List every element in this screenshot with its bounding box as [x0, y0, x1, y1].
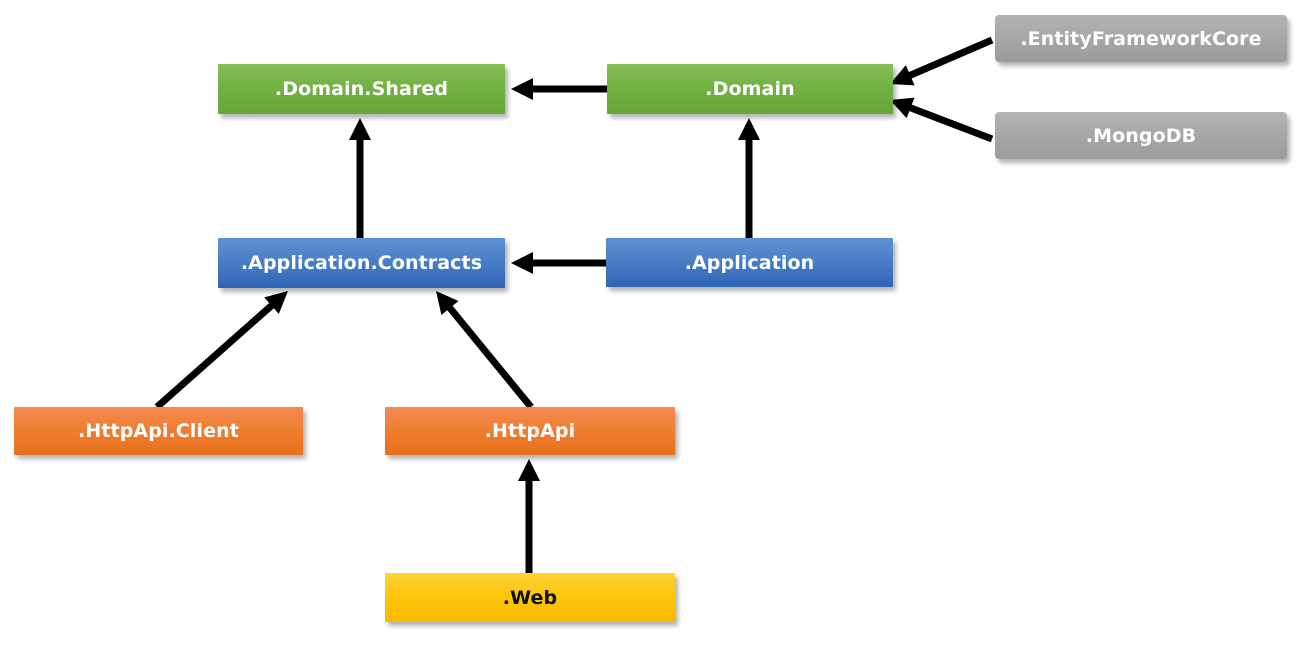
node-label: .Domain [705, 78, 795, 100]
node-application[interactable]: .Application [606, 238, 893, 287]
node-entityframeworkcore[interactable]: .EntityFrameworkCore [995, 15, 1287, 62]
arrow-mongodb-to-domain [890, 97, 994, 143]
node-label: .HttpApi.Client [78, 420, 239, 442]
arrow-entityframeworkcore-to-domain [890, 36, 994, 86]
arrow-httpapi-to-application-contracts [436, 291, 534, 410]
node-label: .Application.Contracts [240, 252, 483, 274]
node-label: .Application [684, 251, 815, 274]
arrow-httpapi-client-to-application-contracts [154, 291, 288, 410]
node-web[interactable]: .Web [385, 573, 675, 622]
arrow-application-to-domain [738, 118, 760, 238]
node-label: .MongoDB [1085, 124, 1197, 147]
arrow-web-to-httpapi [518, 459, 540, 573]
node-domain[interactable]: .Domain [607, 64, 893, 114]
node-mongodb[interactable]: .MongoDB [995, 112, 1287, 159]
arrow-application-contracts-to-domain-shared [349, 118, 371, 238]
node-label: .HttpApi [484, 420, 576, 442]
arrow-domain-to-domain-shared [511, 78, 607, 100]
node-application-contracts[interactable]: .Application.Contracts [218, 238, 505, 288]
arrow-application-to-application-contracts [511, 252, 606, 274]
node-domain-shared[interactable]: .Domain.Shared [218, 64, 505, 114]
node-httpapi[interactable]: .HttpApi [385, 407, 675, 455]
node-label: .Web [502, 586, 558, 609]
node-label: .Domain.Shared [274, 78, 449, 100]
node-label: .EntityFrameworkCore [1020, 27, 1262, 50]
node-httpapi-client[interactable]: .HttpApi.Client [14, 407, 303, 455]
